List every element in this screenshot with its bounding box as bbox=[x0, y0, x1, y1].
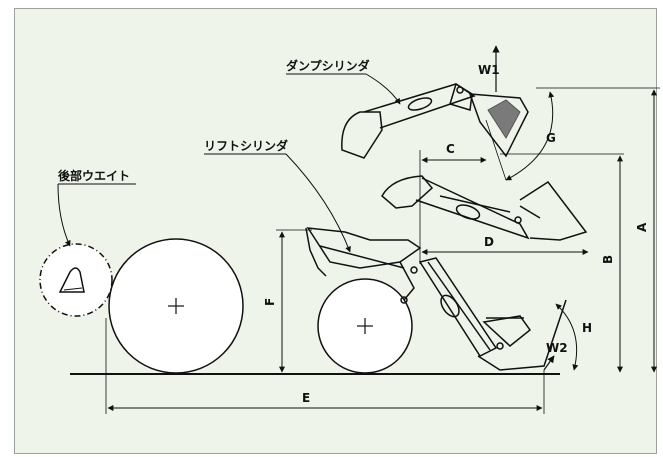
dim-g: G bbox=[546, 131, 556, 145]
dim-e: E bbox=[302, 391, 310, 405]
w2-arrow bbox=[543, 355, 555, 371]
dim-h: H bbox=[582, 321, 592, 335]
dim-h-arc bbox=[555, 303, 579, 371]
dim-d: D bbox=[484, 235, 494, 249]
dim-w1: W1 bbox=[478, 63, 500, 77]
dim-f: F bbox=[263, 298, 277, 306]
bucket-highlight bbox=[487, 99, 521, 139]
rear-weight-leader bbox=[57, 183, 71, 247]
loader-arm-raised bbox=[341, 82, 529, 159]
dim-g-arc bbox=[505, 91, 555, 181]
lift-cylinder-label: リフトシリンダ bbox=[204, 138, 288, 153]
lift-cylinder-leader bbox=[285, 153, 351, 253]
dim-g-ray bbox=[485, 119, 507, 181]
loader-arm-mid bbox=[381, 175, 588, 241]
loader-arm-lowered bbox=[418, 257, 567, 371]
dim-c: C bbox=[446, 142, 455, 156]
rear-weight bbox=[39, 243, 113, 317]
front-wheel bbox=[317, 278, 413, 374]
rear-wheel bbox=[108, 238, 244, 374]
dump-cylinder-leader bbox=[365, 73, 401, 105]
rear-weight-label: 後部ウエイト bbox=[58, 168, 130, 183]
dump-cylinder-label: ダンプシリンダ bbox=[286, 58, 370, 73]
dim-b: B bbox=[601, 255, 615, 264]
dim-w2: W2 bbox=[546, 341, 568, 355]
dim-a: A bbox=[635, 222, 649, 232]
